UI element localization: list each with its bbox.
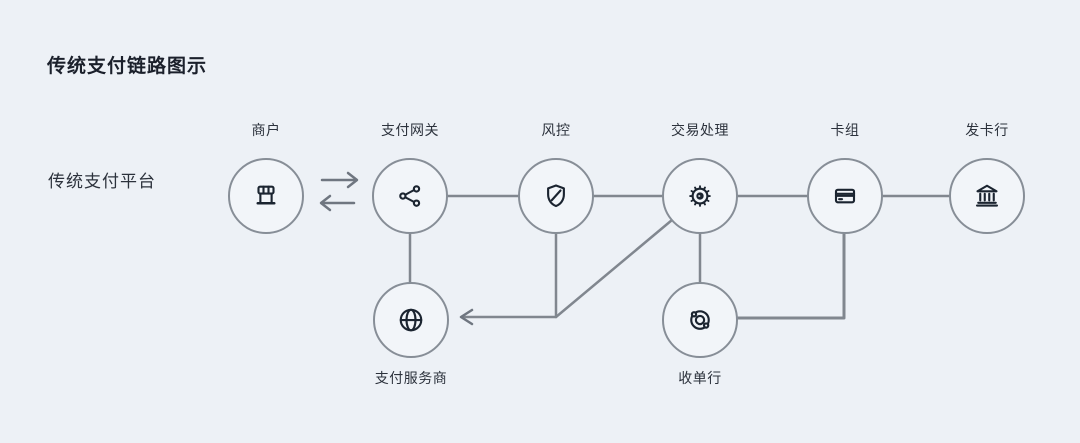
- connector-acquirer-cardnetwork-elbow: [736, 232, 846, 320]
- node-label-processing: 交易处理: [671, 122, 729, 138]
- node-label-acquirer: 收单行: [678, 370, 722, 386]
- node-psp: [373, 282, 449, 358]
- node-risk: [518, 158, 594, 234]
- node-issuer: [949, 158, 1025, 234]
- node-label-card-network: 卡组: [830, 122, 860, 138]
- node-processing: [662, 158, 738, 234]
- share-icon: [399, 185, 421, 207]
- bank-icon: [975, 184, 999, 207]
- shield-slash-icon: [547, 184, 565, 208]
- connector-risk-psp-elbow-arrow: [459, 232, 558, 326]
- node-label-issuer: 发卡行: [965, 122, 1009, 138]
- gear-icon: [689, 185, 711, 207]
- diagram-title: 传统支付链路图示: [47, 56, 208, 77]
- node-label-psp: 支付服务商: [374, 370, 448, 386]
- globe-icon: [399, 308, 423, 332]
- orbit-icon: [690, 310, 710, 330]
- connector-merchant-gateway: [319, 171, 359, 212]
- credit-card-icon: [834, 188, 856, 204]
- node-gateway: [372, 158, 448, 234]
- node-label-merchant: 商户: [251, 122, 281, 138]
- store-icon: [256, 185, 276, 205]
- connector-processing-diagonal: [554, 218, 674, 319]
- node-label-risk: 风控: [541, 122, 571, 138]
- node-card-network: [807, 158, 883, 234]
- node-label-gateway: 支付网关: [381, 122, 439, 138]
- node-merchant: [228, 158, 304, 234]
- node-acquirer: [662, 282, 738, 358]
- platform-row-label: 传统支付平台: [48, 172, 156, 191]
